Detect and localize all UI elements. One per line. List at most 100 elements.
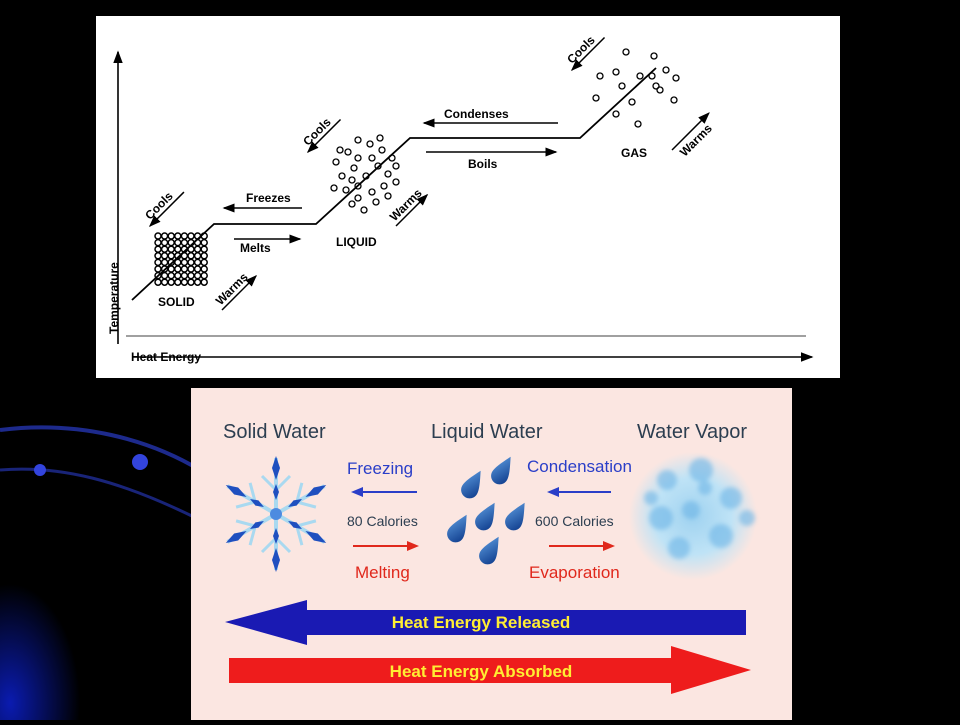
- melting-arrowhead: [407, 541, 419, 551]
- solid-particle: [180, 238, 189, 247]
- liquid-particle: [384, 192, 392, 200]
- water-droplet: [505, 502, 525, 531]
- solid-particle: [200, 245, 208, 253]
- solid-particle: [193, 252, 202, 260]
- gas-particle: [618, 82, 626, 90]
- water-droplet: [461, 470, 481, 499]
- gas-particle: [592, 94, 600, 102]
- heat-absorbed-label: Heat Energy Absorbed: [390, 662, 573, 681]
- solid-particle: [160, 245, 169, 253]
- liquid-particle: [376, 134, 384, 142]
- solid-particle: [160, 278, 169, 286]
- liquid-particle: [378, 146, 386, 154]
- gas-particle: [612, 110, 620, 118]
- gas-particle: [622, 48, 630, 56]
- vapor-blob: [682, 501, 700, 519]
- solid-particle: [160, 252, 169, 260]
- solid-particle: [174, 238, 182, 247]
- gas-particle: [648, 72, 656, 80]
- solid-particle: [187, 245, 195, 253]
- gas-particle: [634, 120, 642, 128]
- solid-particle: [187, 252, 195, 260]
- solid-particle: [154, 278, 162, 286]
- solid-particle: [193, 271, 202, 280]
- solid-particle: [200, 265, 208, 273]
- snowflake-arm: [275, 482, 327, 516]
- solid-particle: [167, 252, 175, 260]
- solid-particle: [154, 258, 162, 267]
- solid-particle: [200, 278, 208, 286]
- liquid-particle: [384, 170, 392, 178]
- liquid-particle: [392, 178, 400, 186]
- solid-particle: [193, 238, 202, 247]
- freezing-arrowhead: [351, 487, 363, 497]
- snowflake-arm: [275, 512, 327, 546]
- solid-particle: [193, 245, 202, 253]
- solid-particle: [154, 245, 162, 253]
- solid-particle: [154, 252, 162, 260]
- solid-warms-arrow: [221, 274, 258, 311]
- evaporation-arrowhead: [603, 541, 615, 551]
- water-droplet: [491, 456, 511, 485]
- solid-particle: [160, 258, 169, 267]
- solid-warms-label: Warms: [213, 270, 251, 308]
- snowflake-arm: [225, 482, 277, 516]
- x-axis-label: Heat Energy: [131, 350, 201, 364]
- vapor-blob: [668, 537, 690, 559]
- gas-particle: [628, 98, 636, 106]
- solid-particle: [180, 271, 189, 280]
- solid-particle: [160, 232, 169, 240]
- water-vapor-heading: Water Vapor: [637, 421, 747, 443]
- gas-particle: [662, 66, 670, 74]
- liquid-particle: [392, 162, 400, 170]
- solid-particle: [174, 271, 182, 280]
- solid-particle: [193, 258, 202, 267]
- solid-particle: [167, 265, 175, 273]
- gas-label: GAS: [621, 146, 647, 160]
- snowflake-arm: [260, 514, 292, 572]
- liquid-particle: [374, 162, 382, 170]
- solid-particle: [167, 238, 175, 247]
- heat-released-arrow: [225, 600, 746, 645]
- solid-particle: [200, 252, 208, 260]
- solid-particle: [174, 265, 182, 273]
- vapor-blob: [720, 487, 742, 509]
- gas-particle: [652, 82, 660, 90]
- evaporation-label: Evaporation: [529, 563, 620, 582]
- solid-particle: [187, 258, 195, 267]
- vapor-blob: [657, 470, 677, 490]
- solid-particle: [187, 271, 195, 280]
- liquid-particle: [348, 176, 356, 184]
- solid-particle: [200, 258, 208, 267]
- right-calories-label: 600 Calories: [535, 513, 614, 529]
- solid-particle: [193, 265, 202, 273]
- liquid-particle: [360, 206, 368, 214]
- liquid-particle: [344, 148, 352, 156]
- liquid-particle: [338, 172, 346, 180]
- liquid-particle: [388, 154, 396, 162]
- water-droplet: [479, 536, 499, 565]
- condensation-arrowhead: [547, 487, 559, 497]
- liquid-particle: [354, 136, 362, 144]
- solid-particle: [167, 278, 175, 286]
- solid-particle: [154, 238, 162, 247]
- gas-particle: [672, 74, 680, 82]
- liquid-cools-arrow: [306, 118, 342, 154]
- solid-particle: [180, 265, 189, 273]
- boils-label: Boils: [468, 157, 498, 171]
- solid-particle: [180, 258, 189, 267]
- solid-particle: [167, 245, 175, 253]
- vapor-blob: [739, 510, 755, 526]
- freezing-label: Freezing: [347, 459, 413, 478]
- water-states-diagram: Solid Water Liquid Water Water Vapor Fre…: [191, 388, 792, 720]
- gas-particle: [656, 86, 664, 94]
- solid-particle: [174, 245, 182, 253]
- left-calories-label: 80 Calories: [347, 513, 418, 529]
- condensation-label: Condensation: [527, 457, 632, 476]
- liquid-particle: [342, 186, 350, 194]
- vapor-blob: [709, 524, 733, 548]
- solid-particle: [154, 232, 162, 240]
- liquid-water-heading: Liquid Water: [431, 421, 543, 443]
- solid-particle: [154, 265, 162, 273]
